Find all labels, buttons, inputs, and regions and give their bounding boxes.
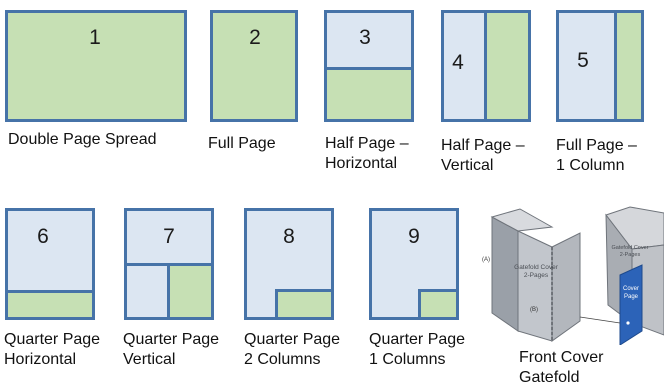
layout-1-frame xyxy=(5,10,187,122)
layout-6-caption: Quarter Page Horizontal xyxy=(4,330,100,370)
layout-5-ad-area xyxy=(614,10,644,122)
layout-4-caption-line-1: Half Page – xyxy=(441,137,525,154)
cover-label-line-2: Page xyxy=(624,294,639,300)
marker-b: (B) xyxy=(530,307,538,313)
layout-10-caption: Front Cover Gatefold xyxy=(519,348,603,388)
layout-4-caption-line-2: Vertical xyxy=(441,157,494,174)
layout-9-frame xyxy=(369,208,459,320)
left-booklet: Gatefold Cover 2-Pages (A) (B) xyxy=(482,208,581,342)
left-booklet-label-line-2: 2-Pages xyxy=(524,272,549,279)
layout-7-number: 7 xyxy=(163,225,175,248)
layout-3-caption-line-1: Half Page – xyxy=(325,135,409,152)
layout-3-frame xyxy=(324,10,414,122)
layout-5-number: 5 xyxy=(577,49,589,72)
gatefold-svg: Gatefold Cover 2-Pages (A) (B) Gatefold … xyxy=(482,206,664,345)
right-booklet: Gatefold Cover 2-Pages Cover Page xyxy=(579,206,664,345)
layout-8-caption-line-2: 2 Columns xyxy=(244,351,321,368)
layout-10-caption-line-1: Front Cover xyxy=(519,349,604,366)
layout-10-caption-line-2: Gatefold xyxy=(519,369,580,386)
layout-2-caption: Full Page xyxy=(208,134,276,154)
layout-5-caption-line-1: Full Page – xyxy=(556,137,637,154)
layout-8-caption: Quarter Page 2 Columns xyxy=(244,330,340,370)
layout-6-caption-line-1: Quarter Page xyxy=(4,331,101,348)
left-booklet-label-line-1: Gatefold Cover xyxy=(514,264,559,271)
gatefold-illustration: Gatefold Cover 2-Pages (A) (B) Gatefold … xyxy=(480,205,664,345)
layout-4-caption: Half Page – Vertical xyxy=(441,136,525,176)
layout-8-ad-area xyxy=(275,289,334,320)
layout-9-number: 9 xyxy=(408,225,420,248)
layout-8-caption-line-1: Quarter Page xyxy=(244,331,341,348)
layout-4-number: 4 xyxy=(452,51,464,74)
layout-1-number: 1 xyxy=(89,26,101,49)
layout-2-caption-line-1: Full Page xyxy=(208,135,276,152)
layout-6-frame xyxy=(5,208,95,320)
right-booklet-label-line-2: 2-Pages xyxy=(620,252,641,258)
marker-a: (A) xyxy=(482,257,490,263)
layout-8-number: 8 xyxy=(283,225,295,248)
layout-4-frame xyxy=(441,10,531,122)
layout-3-caption-line-2: Horizontal xyxy=(325,155,398,172)
layout-6-ad-area xyxy=(5,290,95,320)
layout-2-frame xyxy=(210,10,298,122)
layout-7-caption-line-2: Vertical xyxy=(123,351,176,368)
layout-9-caption-line-2: 1 Columns xyxy=(369,351,446,368)
layout-6-caption-line-2: Horizontal xyxy=(4,351,77,368)
layout-4-ad-area xyxy=(484,10,531,122)
layout-7-caption-line-1: Quarter Page xyxy=(123,331,220,348)
layout-5-frame xyxy=(556,10,644,122)
layout-9-caption: Quarter Page 1 Columns xyxy=(369,330,465,370)
layout-3-ad-area xyxy=(324,67,414,122)
layout-7-caption: Quarter Page Vertical xyxy=(123,330,219,370)
layout-7-divider xyxy=(124,263,170,266)
layout-7-frame xyxy=(124,208,214,320)
layout-1-caption: Double Page Spread xyxy=(8,130,157,150)
cover-label-line-1: Cover xyxy=(623,286,639,292)
layout-2-ad-area xyxy=(210,10,298,122)
layout-7-ad-area xyxy=(167,263,214,320)
layout-5-caption-line-2: 1 Column xyxy=(556,157,625,174)
layout-5-caption: Full Page – 1 Column xyxy=(556,136,637,176)
layout-2-number: 2 xyxy=(249,26,261,49)
layout-9-ad-area xyxy=(418,289,459,320)
right-booklet-label-line-1: Gatefold Cover xyxy=(612,245,649,251)
layout-3-number: 3 xyxy=(359,26,371,49)
layout-1-caption-line-1: Double Page Spread xyxy=(8,131,157,148)
layout-9-caption-line-1: Quarter Page xyxy=(369,331,466,348)
layout-8-frame xyxy=(244,208,334,320)
layout-1-ad-area xyxy=(5,10,187,122)
layout-6-number: 6 xyxy=(37,225,49,248)
layout-3-caption: Half Page – Horizontal xyxy=(325,134,409,174)
